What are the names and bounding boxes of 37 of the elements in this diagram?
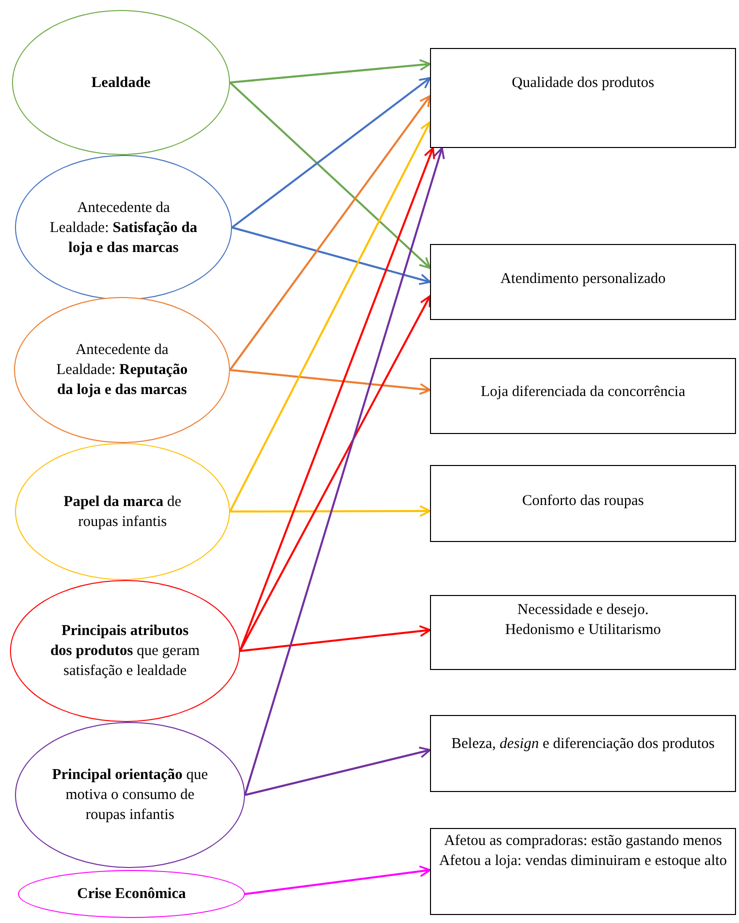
arrow	[230, 59, 431, 84]
node-text: Principal orientação que motiva o consumo de roupas infantis	[51, 766, 209, 825]
process-box	[430, 465, 736, 542]
arrow	[244, 865, 431, 895]
arrow	[229, 82, 431, 269]
process-box	[430, 715, 736, 792]
node-text: Antecedente da Lealdade: Reputação da loja e das marcas	[55, 341, 189, 400]
node-text: Qualidade dos produtos	[512, 74, 654, 93]
node-text: Conforto das roupas	[522, 492, 644, 511]
node-text: Necessidade e desejo.	[517, 601, 649, 620]
node-text: Crise Econômica	[77, 885, 186, 904]
arrow	[231, 77, 431, 228]
node-text: Loja diferenciada da concorrência	[480, 383, 686, 402]
process-box	[430, 595, 736, 670]
node-text: Beleza, design e diferenciação dos produtos	[451, 735, 715, 754]
arrow	[239, 295, 431, 652]
process-box	[430, 244, 736, 320]
node-text: Antecedente da Lealdade: Satisfação da loja e das marcas	[48, 198, 198, 258]
process-box	[430, 358, 736, 434]
arrow	[232, 226, 431, 286]
arrow	[229, 95, 431, 371]
arrow	[239, 147, 435, 652]
node-text: Afetou as compradoras: estão gastando menos	[444, 832, 722, 851]
node-text: Principais atributos dos produtos que geram satisfação e lealdade	[50, 622, 200, 681]
process-box	[430, 48, 736, 148]
node-text: Atendimento personalizado	[500, 270, 666, 289]
arrow	[229, 121, 431, 512]
arrow	[230, 369, 431, 395]
node-text: Afetou a loja: vendas diminuiram e estoque alto	[439, 852, 727, 871]
process-box	[430, 828, 736, 915]
arrow	[240, 625, 431, 652]
node-text: Lealdade	[91, 74, 151, 92]
arrow	[230, 505, 431, 517]
arrow	[244, 147, 445, 796]
node-text: Papel da marca de roupas infantis	[62, 492, 182, 532]
arrow	[244, 746, 431, 796]
node-text: Hedonismo e Utilitarismo	[505, 621, 661, 640]
